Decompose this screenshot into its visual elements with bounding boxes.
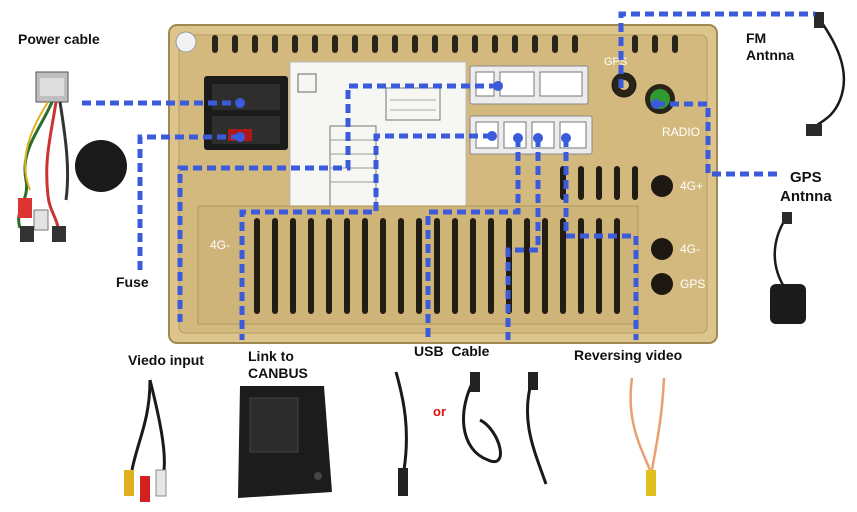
video-input-line	[177, 83, 498, 322]
port-4g-minus	[651, 238, 673, 260]
gps-antenna-image	[770, 212, 806, 324]
power-cable-harness-image	[17, 71, 127, 242]
usb-cable-images	[394, 371, 548, 496]
usb-cable-line-b	[505, 138, 541, 340]
fuse-line	[137, 134, 240, 270]
aux-connector-upper	[469, 65, 589, 105]
fm-port-label: GPS	[604, 56, 627, 68]
gps-antenna-line	[656, 101, 778, 177]
reversing-video-cable-image	[629, 377, 666, 496]
port-4g-plus	[651, 175, 673, 197]
port-gps	[651, 273, 673, 295]
gps-antenna-label: GPS Antnna	[780, 169, 832, 205]
port-4g-minus-label: 4G-	[680, 242, 700, 256]
usb-cable-line-a	[425, 138, 521, 340]
connector-end-dots	[235, 81, 661, 143]
canbus-label: Link to CANBUS	[248, 348, 308, 381]
reversing-video-label: Reversing video	[574, 347, 683, 363]
fm-antenna-image	[806, 12, 846, 136]
fuse-label: Fuse	[116, 274, 149, 290]
radio-port-label: RADIO	[662, 125, 700, 139]
or-label: or	[433, 404, 446, 419]
aux-connector-lower	[469, 115, 593, 155]
fm-antenna-line	[618, 11, 815, 88]
screw-icon	[175, 31, 197, 53]
port-gps-label: GPS	[680, 277, 705, 291]
canbus-box-image	[238, 386, 332, 498]
port-left-4g-label: 4G-	[210, 238, 230, 252]
port-4g-plus-label: 4G+	[680, 179, 703, 193]
power-connector	[204, 76, 288, 150]
canbus-line	[239, 133, 492, 340]
reversing-video-line	[563, 138, 639, 340]
connector-lines	[82, 11, 815, 340]
video-input-label: Viedo input	[128, 352, 204, 368]
top-vents	[212, 35, 678, 53]
video-input-cable-image	[124, 379, 167, 502]
usb-cable-label: USB Cable	[414, 343, 490, 359]
fm-antenna-label: FM Antnna	[746, 30, 795, 63]
head-unit-back-panel: GPS RADIO 4G+ 4G- GPS 4G-	[168, 24, 718, 344]
power-cable-label: Power cable	[18, 31, 100, 47]
